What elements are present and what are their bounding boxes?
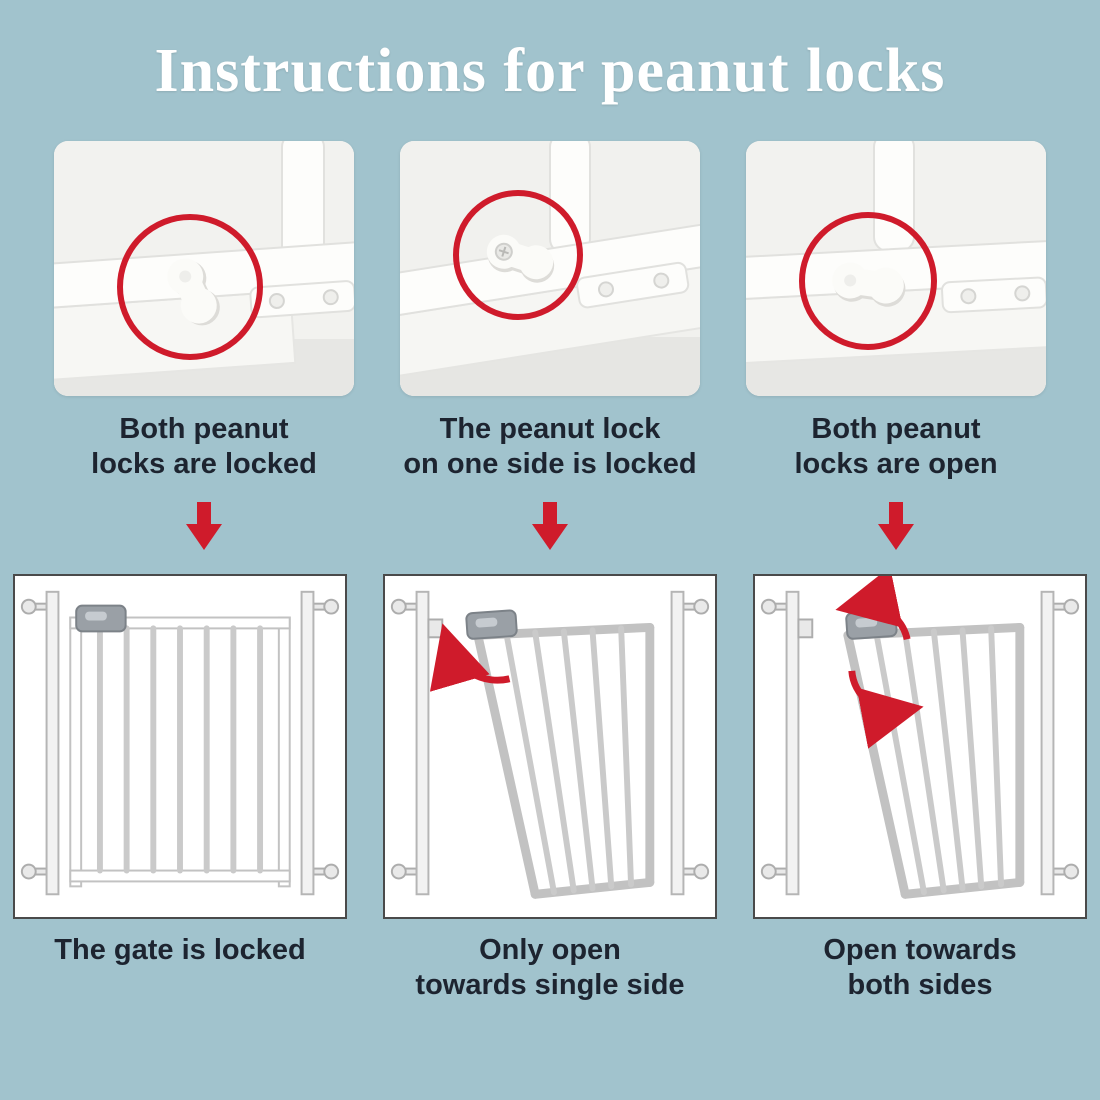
gate-open-both-illustration	[760, 576, 1080, 899]
open-gate-door	[843, 622, 1025, 899]
pressure-post-right	[1040, 590, 1055, 896]
step-caption: Both peanut locks are locked	[91, 413, 317, 481]
down-arrow-icon	[532, 502, 568, 550]
down-arrow-icon	[186, 502, 222, 550]
lock-photo-panel	[54, 141, 354, 396]
latch-catch	[797, 618, 814, 639]
peanut-lock-open-photo	[746, 141, 1046, 396]
gate-panel	[13, 574, 347, 919]
lock-photo-panel	[746, 141, 1046, 396]
open-gate-door	[473, 622, 655, 899]
gate-panel	[753, 574, 1087, 919]
step-both-open: Both peanut locks are open	[746, 141, 1046, 552]
pressure-post-right	[670, 590, 685, 896]
result-gate-locked: The gate is locked	[13, 574, 347, 1004]
red-circle-annotation	[799, 212, 937, 350]
peanut-lock-one-side-photo	[400, 141, 700, 396]
step-caption: The peanut lock on one side is locked	[403, 413, 697, 481]
pressure-post-left	[415, 590, 430, 896]
result-open-both: Open towards both sides	[753, 574, 1087, 1004]
peanut-lock-vertical	[167, 258, 220, 326]
step-one-locked: The peanut lock on one side is locked	[400, 141, 700, 552]
result-open-single: Only open towards single side	[383, 574, 717, 1004]
curved-arrow-icon	[429, 623, 511, 692]
result-caption: Open towards both sides	[823, 934, 1017, 1002]
pressure-post-right	[300, 590, 315, 896]
pressure-post-left	[785, 590, 800, 896]
lock-photo-panel	[400, 141, 700, 396]
gate-result-row: The gate is locked	[0, 574, 1100, 1004]
curved-arrow-down-icon	[848, 670, 924, 749]
gate-latch-handle	[465, 609, 518, 640]
gate-bars	[96, 625, 264, 874]
gate-latch-handle	[75, 604, 127, 633]
peanut-lock-horizontal	[832, 262, 906, 307]
gate-panel	[383, 574, 717, 919]
latch-catch	[427, 618, 444, 639]
result-caption: Only open towards single side	[415, 934, 685, 1002]
red-circle-annotation	[453, 190, 583, 320]
mounting-plate	[941, 276, 1046, 314]
red-circle-annotation	[117, 214, 263, 360]
curved-arrow-up-icon	[835, 576, 911, 641]
lock-photo-row: Both peanut locks are locked	[0, 141, 1100, 552]
page-title: Instructions for peanut locks	[154, 37, 946, 105]
gate-locked-illustration	[20, 590, 340, 896]
step-caption: Both peanut locks are open	[794, 413, 998, 481]
gate-open-single-illustration	[390, 590, 710, 899]
result-caption: The gate is locked	[54, 934, 306, 966]
gate-post-photo	[873, 141, 915, 252]
down-arrow-icon	[878, 502, 914, 550]
pressure-post-left	[45, 590, 60, 896]
peanut-lock-with-screw	[486, 234, 555, 283]
peanut-lock-locked-photo	[54, 141, 354, 396]
step-both-locked: Both peanut locks are locked	[54, 141, 354, 552]
gate-post-photo	[549, 141, 591, 254]
